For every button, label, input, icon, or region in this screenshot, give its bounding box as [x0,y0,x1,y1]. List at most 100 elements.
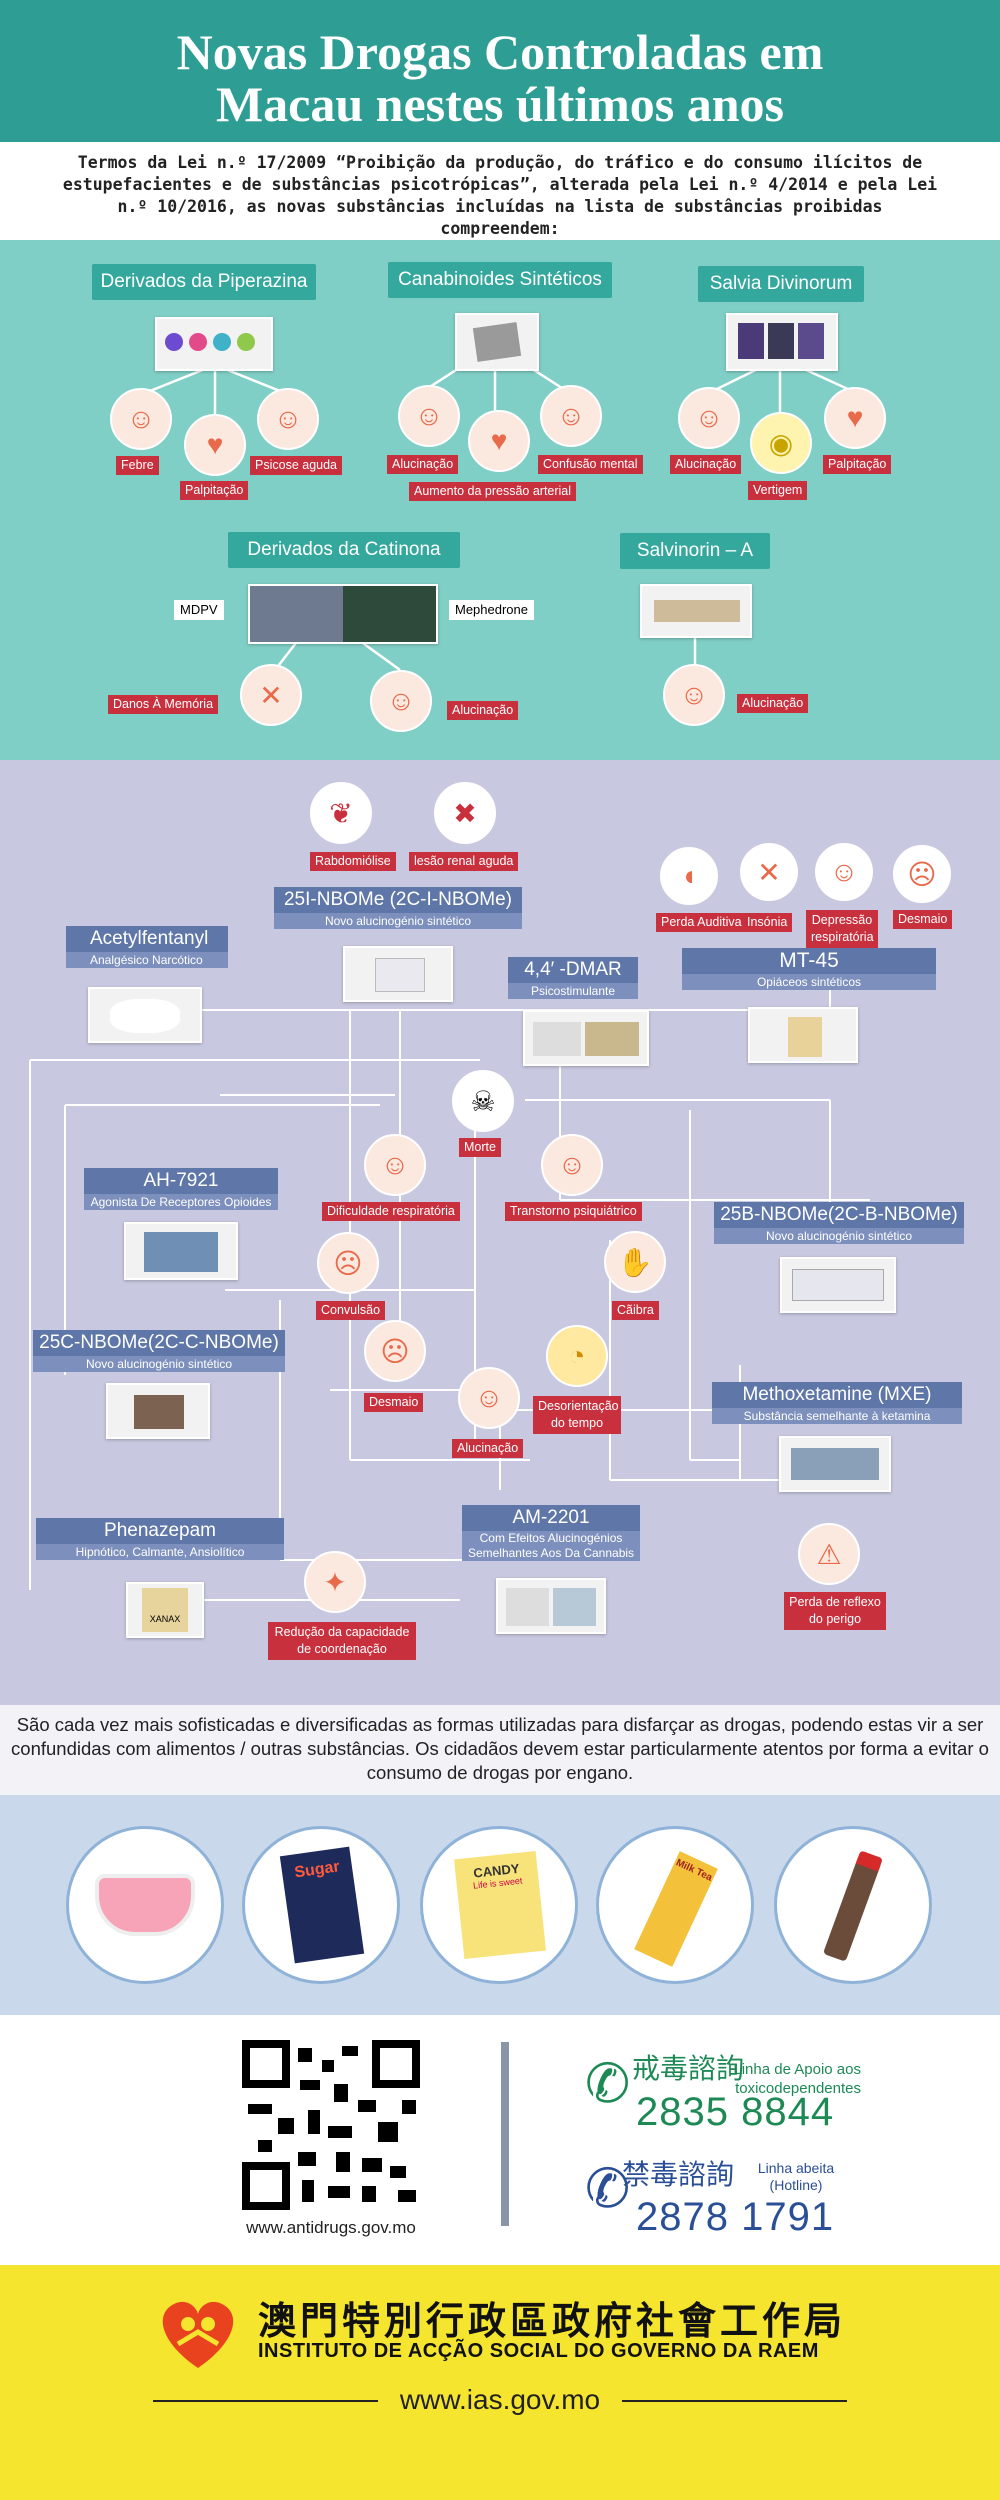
effect-dificuldade-respiratoria: Dificuldade respiratória [322,1202,460,1221]
effect-alucinacao-catinona: Alucinação [447,701,519,720]
label-mt45: MT-45 Opiáceos sintéticos [682,948,936,990]
effect-caibra: Cãibra [612,1301,659,1320]
label-phenazepam: Phenazepam Hipnótico, Calmante, Ansiolít… [36,1518,284,1560]
footer-rule-right [622,2400,847,2402]
faint-icon: ☹ [893,845,951,903]
mephedrone-name: Mephedrone [449,600,534,620]
effect-alucinacao: Alucinação [452,1439,524,1458]
label-25i-nbome: 25I-NBOMe (2C-I-NBOMe) Novo alucinogénio… [274,887,522,929]
ias-logo [150,2292,246,2376]
effect-vertigem: Vertigem [748,481,808,500]
label-ah7921: AH-7921 Agonista De Receptores Opioides [84,1168,278,1210]
effect-rabdomiolise: Rabdomiólise [310,852,396,871]
label-25c-nbome: 25C-NBOMe(2C-C-NBOMe) Novo alucinogénio … [33,1330,285,1372]
org-name-cn: 澳門特別行政區政府社會工作局 [258,2299,847,2343]
photo-25i [343,946,453,1002]
memory-damage-icon: ✕ [240,664,302,726]
effect-desorientacao: Desorientação do tempo [533,1396,621,1434]
sugar-label: Sugar [279,1846,365,1964]
ias-website[interactable]: www.ias.gov.mo [399,2384,601,2415]
muscle-icon: ❦ [310,782,372,844]
label-salvinorin: Salvinorin – A [620,533,770,569]
title-line-2: Macau nestes últimos anos [215,76,785,132]
photo-piperazina-pills [155,317,273,371]
psychiatric-head-icon: ☺ [541,1134,603,1196]
effect-psicose: Psicose aguda [250,456,343,475]
effect-febre: Febre [116,456,159,475]
phone-icon-blue: ✆ [585,2159,631,2219]
label-25b-nbome: 25B-NBOMe(2C-B-NBOMe) Novo alucinogénio … [714,1202,964,1244]
effect-pressao-arterial: Aumento da pressão arterial [409,482,577,501]
effect-depressao-respiratoria: Depressão respiratória [806,910,878,948]
label-dmar: 4,4′ -DMAR Psicostimulante [508,957,638,999]
salvinorin-hallucination-icon: ☺ [663,664,725,726]
effect-alucinacao-canabinoides: Alucinação [387,455,459,474]
effect-danos-memoria: Danos À Memória [108,695,219,714]
salvia-hallucination-icon: ☺ [678,387,740,449]
fever-head-icon: ☺ [110,388,172,450]
hotline1-cn: 戒毒諮詢 [632,2052,745,2085]
hotline1-number[interactable]: 2835 8844 [636,2090,835,2134]
blood-pressure-heart-icon: ♥ [468,410,530,472]
sugar-packet-illustration: Sugar [242,1826,400,1984]
effect-morte: Morte [459,1138,501,1157]
cramp-icon: ✋ [604,1231,666,1293]
label-catinona: Derivados da Catinona [228,532,460,568]
label-salvia: Salvia Divinorum [698,266,864,302]
kidney-icon: ✖ [434,782,496,844]
effect-palpitacao-salvia: Palpitação [823,455,892,474]
effect-desmaio-mt45: Desmaio [893,910,953,929]
effect-palpitacao: Palpitação [180,481,249,500]
skull-icon: ☠ [452,1070,514,1132]
ear-icon: ◖ [660,847,718,905]
hotline1-desc: Linha de Apoio aos toxicodependentes [733,2061,861,2097]
respiratory-icon: ☺ [815,843,873,901]
label-mxe: Methoxetamine (MXE) Substância semelhant… [712,1382,962,1424]
photo-phenazepam: XANAX [126,1582,204,1638]
page-title: Novas Drogas Controladas em Macau nestes… [0,26,1000,130]
photo-mxe [779,1436,891,1492]
vertigo-eye-icon: ◉ [750,412,812,474]
header-banner [0,0,1000,142]
hotline2-cn: 禁毒諮詢 [622,2158,735,2191]
title-line-1: Novas Drogas Controladas em [176,24,824,80]
org-name-pt: INSTITUTO DE ACÇÃO SOCIAL DO GOVERNO DA … [258,2340,819,2362]
insomnia-icon: ✕ [740,843,798,901]
effect-reducao-coordenacao: Redução da capacidade de coordenação [268,1622,416,1660]
label-canabinoides: Canabinoides Sintéticos [388,262,612,298]
effect-transtorno: Transtorno psiquiátrico [505,1202,642,1221]
warning-message: São cada vez mais sofisticadas e diversi… [0,1705,1000,1795]
xanax-label: XANAX [142,1588,188,1632]
mdpv-name: MDPV [174,600,224,620]
desmaio-icon: ☹ [364,1320,426,1382]
antidrugs-website[interactable]: www.antidrugs.gov.mo [246,2218,416,2237]
section2-hallucination-icon: ☺ [458,1367,520,1429]
contact-divider [501,2042,509,2226]
hotline2-number[interactable]: 2878 1791 [636,2195,835,2239]
breathing-icon: ☺ [364,1134,426,1196]
photo-acetylfentanyl [88,987,202,1043]
photo-salvinorin [640,584,752,638]
label-acetylfentanyl: Acetylfentanyl Analgésico Narcótico [66,926,228,968]
effect-perda-auditiva: Perda Auditiva [656,913,747,932]
psychosis-head-icon: ☺ [257,388,319,450]
effect-alucinacao-salvia: Alucinação [670,455,742,474]
confusion-head-icon: ☺ [540,385,602,447]
effect-desmaio: Desmaio [364,1393,424,1412]
photo-am2201 [496,1578,606,1634]
effect-perda-reflexo: Perda de reflexo do perigo [784,1592,886,1630]
label-am2201: AM-2201 Com Efeitos Alucinogénios Semelh… [462,1505,640,1561]
phone-icon-green: ✆ [585,2054,631,2114]
photo-dmar [523,1010,649,1066]
photo-salvia-packets [726,313,838,371]
candy-packet-illustration: CANDY Life is sweet [420,1826,578,1984]
photo-25c [106,1383,210,1439]
photo-canabinoides-packet [455,313,539,371]
coordination-icon: ✦ [304,1551,366,1613]
clock-disorientation-icon: ◔ [546,1325,608,1387]
hallucination-head-icon: ☺ [398,385,460,447]
qr-code-graphic [242,2040,420,2210]
jelly-cup-illustration [66,1826,224,1984]
qr-code[interactable] [238,2040,424,2210]
catinona-hallucination-icon: ☺ [370,670,432,732]
